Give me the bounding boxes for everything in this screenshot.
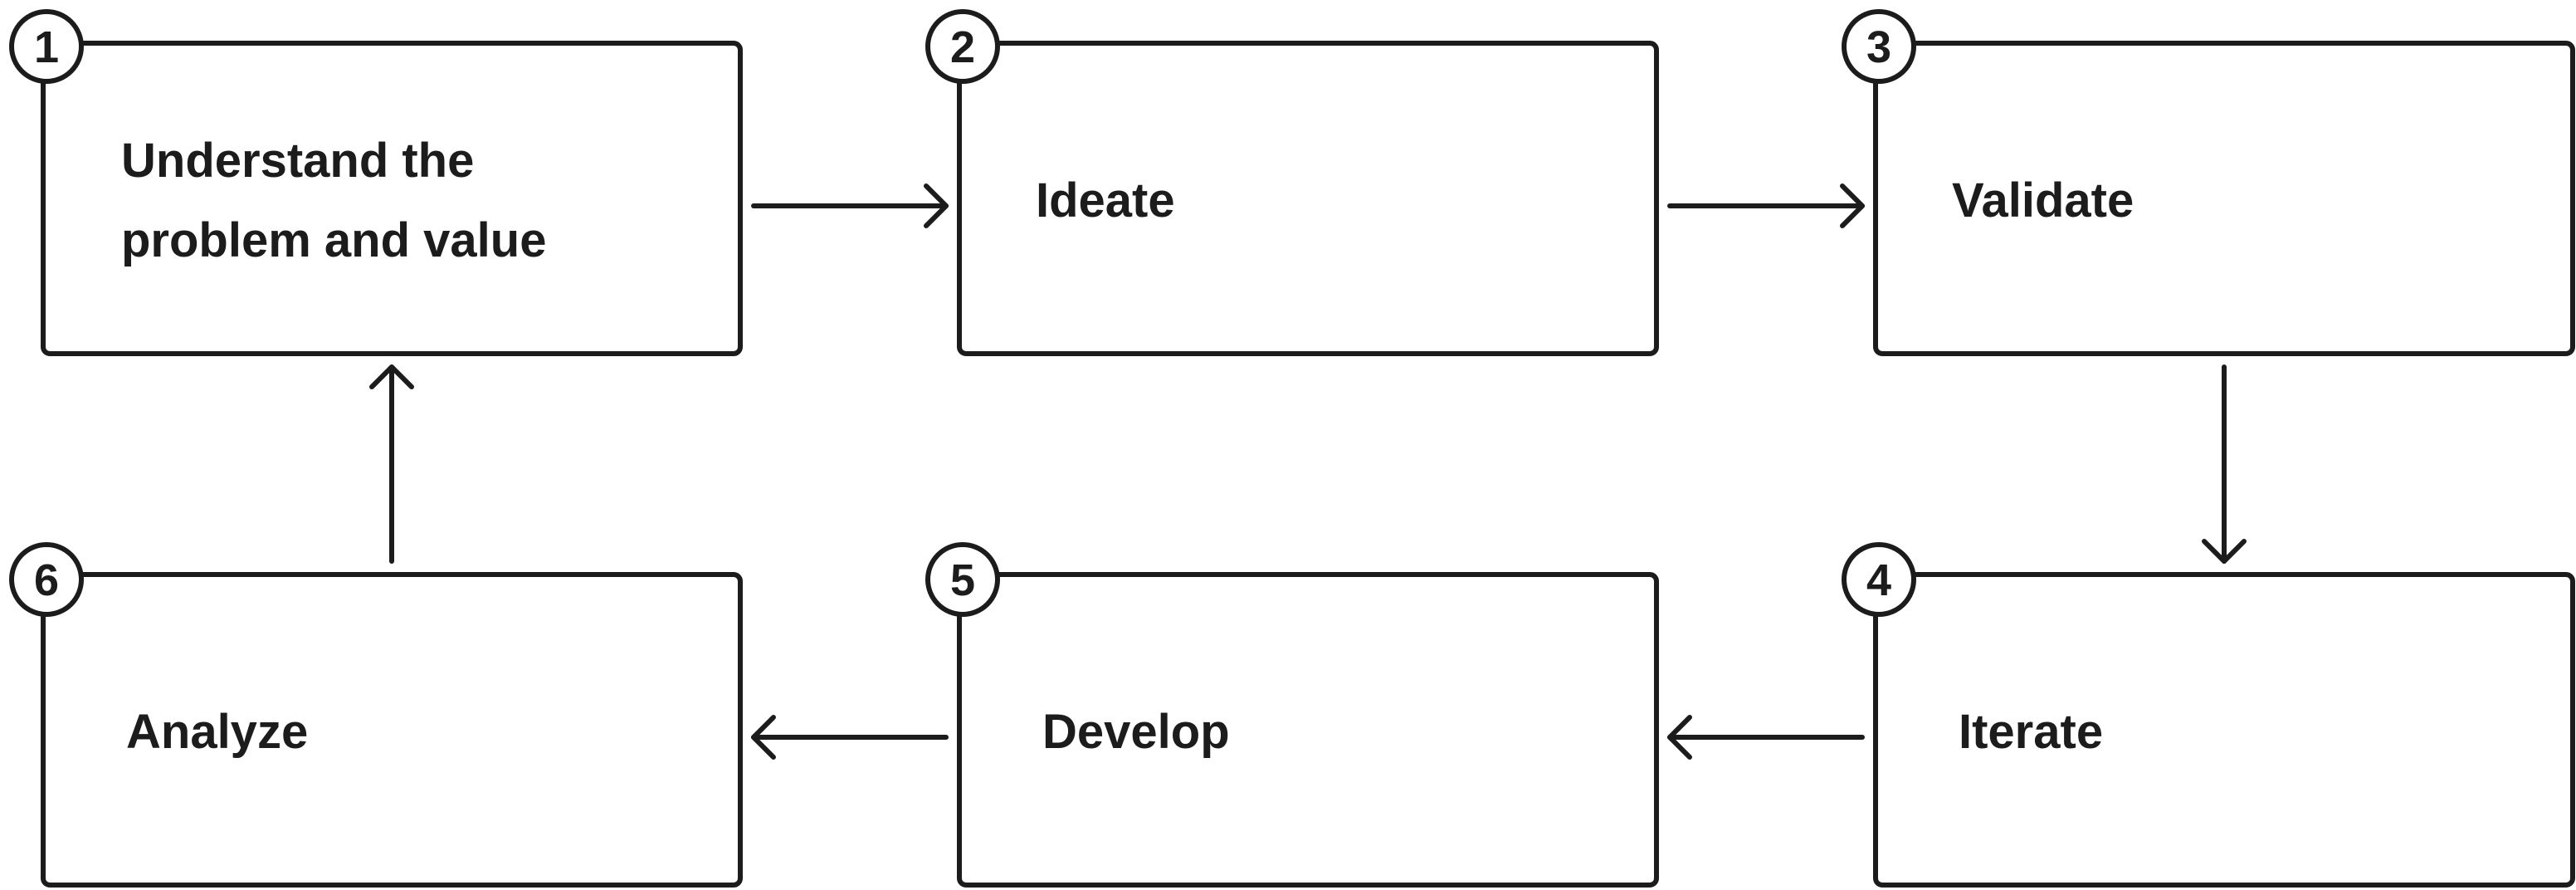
arrow-4-to-5 bbox=[1667, 715, 1865, 760]
step-3-badge: 3 bbox=[1842, 9, 1916, 84]
step-1-box bbox=[41, 41, 743, 356]
step-3-box bbox=[1873, 41, 2575, 356]
step-5-box bbox=[957, 572, 1659, 888]
step-4-label: Iterate bbox=[1959, 705, 2104, 759]
step-6-number: 6 bbox=[34, 555, 59, 605]
step-2-box bbox=[957, 41, 1659, 356]
arrow-6-to-1 bbox=[369, 364, 414, 564]
step-1-number: 1 bbox=[34, 22, 59, 72]
step-1-label: Understand the problem and value bbox=[121, 134, 547, 267]
step-2-badge: 2 bbox=[925, 9, 1000, 84]
arrow-5-to-6 bbox=[751, 715, 949, 760]
step-2-number: 2 bbox=[950, 22, 975, 72]
step-5-label: Develop bbox=[1042, 705, 1230, 759]
arrow-2-to-3 bbox=[1667, 183, 1865, 228]
arrow-1-to-2 bbox=[751, 183, 949, 228]
step-3-number: 3 bbox=[1866, 22, 1891, 72]
step-6-label: Analyze bbox=[126, 705, 309, 759]
step-1-badge: 1 bbox=[9, 9, 84, 84]
step-2-label: Ideate bbox=[1036, 174, 1175, 227]
step-4-badge: 4 bbox=[1842, 542, 1916, 617]
step-5-number: 5 bbox=[950, 555, 975, 605]
step-4-box bbox=[1873, 572, 2575, 888]
step-6-box bbox=[41, 572, 743, 888]
step-6-badge: 6 bbox=[9, 542, 84, 617]
arrow-3-to-4 bbox=[2202, 364, 2247, 564]
step-4-number: 4 bbox=[1866, 555, 1891, 605]
step-5-badge: 5 bbox=[925, 542, 1000, 617]
step-3-label: Validate bbox=[1952, 174, 2134, 227]
